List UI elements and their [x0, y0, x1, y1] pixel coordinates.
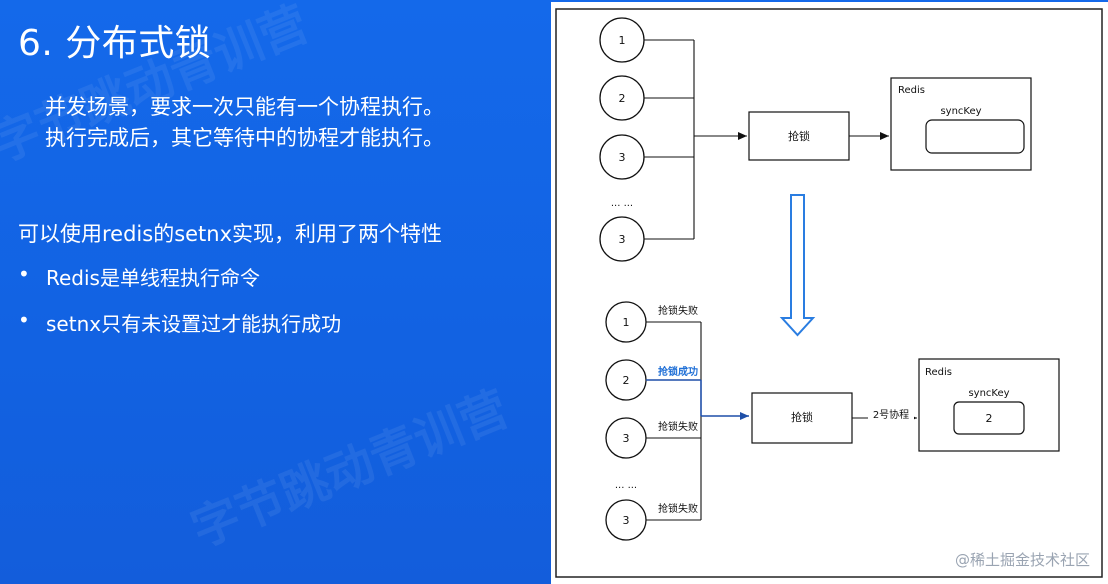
bottom-node-label: 2: [623, 374, 630, 387]
bottom-node-label: 3: [623, 514, 630, 527]
top-redis-label: Redis: [898, 85, 925, 96]
arrow-label-bg: [868, 407, 914, 422]
bottom-node-label: 1: [623, 316, 630, 329]
lock-diagram: 1 2 3 ... ... 3: [555, 8, 1103, 578]
bullet-text: Redis是单线程执行命令: [46, 266, 260, 290]
top-node: 1: [599, 17, 645, 63]
section-heading: 可以使用redis的setnx实现，利用了两个特性: [18, 222, 443, 246]
arrow-label: 2号协程: [873, 408, 909, 421]
slide-title: 6. 分布式锁: [18, 23, 212, 64]
bottom-redis-label: Redis: [925, 367, 952, 378]
bottom-ellipsis: ... ...: [615, 480, 637, 491]
edge-label-fail: 抢锁失败: [658, 420, 698, 433]
top-node: 3: [599, 216, 645, 262]
top-key-label: syncKey: [940, 106, 981, 117]
edge-label-fail: 抢锁失败: [658, 304, 698, 317]
top-node-label: 1: [619, 34, 626, 47]
bottom-key-value-box: [953, 401, 1025, 435]
bullet-dot-icon: •: [18, 262, 30, 286]
bottom-node-label: 3: [623, 432, 630, 445]
bottom-diagram: 1 2 3 ... ... 3: [605, 301, 1060, 541]
top-node-label: 3: [619, 233, 626, 246]
transition-down-arrow-icon: [779, 194, 816, 337]
top-diagram: 1 2 3 ... ... 3: [599, 17, 1032, 262]
top-node: 3: [599, 134, 645, 180]
intro-paragraph: 并发场景，要求一次只能有一个协程执行。 执行完成后，其它等待中的协程才能执行。: [45, 92, 444, 154]
intro-line-1: 并发场景，要求一次只能有一个协程执行。: [45, 95, 444, 119]
bottom-node: 3: [605, 499, 647, 541]
top-ellipsis: ... ...: [611, 198, 633, 209]
source-credit: @稀土掘金技术社区: [954, 551, 1090, 569]
top-node: 2: [599, 75, 645, 121]
top-node-label: 3: [619, 151, 626, 164]
bottom-key-label: syncKey: [968, 388, 1009, 399]
bottom-success-path: [646, 379, 749, 420]
bottom-node: 2: [605, 359, 647, 401]
top-key-value-box: [925, 119, 1025, 154]
bottom-lock-label: 抢锁: [791, 410, 813, 424]
top-node-label: 2: [619, 92, 626, 105]
top-lock-label: 抢锁: [788, 129, 810, 143]
intro-line-2: 执行完成后，其它等待中的协程才能执行。: [45, 126, 444, 150]
bottom-node: 1: [605, 301, 647, 343]
bullet-text: setnx只有未设置过才能执行成功: [46, 312, 342, 336]
edge-label-success: 抢锁成功: [658, 365, 698, 378]
bottom-key-value: 2: [986, 412, 993, 425]
top-lock-box: [748, 111, 850, 161]
bullet-dot-icon: •: [18, 308, 30, 332]
bottom-node: 3: [605, 417, 647, 459]
bottom-lock-box: [751, 392, 853, 444]
edge-label-fail: 抢锁失败: [658, 502, 698, 515]
diagram-panel: 1 2 3 ... ... 3: [551, 2, 1108, 584]
bottom-connectors: [646, 321, 702, 521]
top-connectors: [644, 39, 747, 240]
